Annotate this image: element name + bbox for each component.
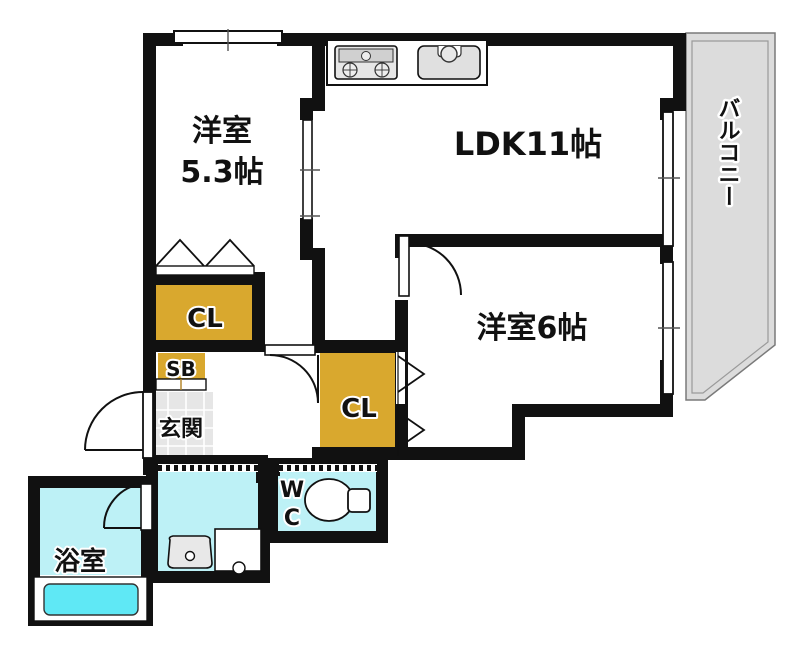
wall-bath-north — [28, 476, 153, 488]
window-bedroom-north[interactable] — [173, 29, 283, 51]
wall-bed6-south-upper — [512, 404, 673, 417]
room-label-closet-upper: CL — [187, 304, 223, 334]
door-bed6[interactable] — [398, 235, 462, 297]
washing-machine-icon — [214, 528, 262, 575]
gas-stove-icon — [334, 45, 398, 80]
door-closet-lower[interactable] — [396, 352, 426, 456]
bathtub-icon — [33, 576, 148, 622]
room-label-balcony: バルコニー — [715, 97, 740, 207]
door-shoe-box[interactable] — [155, 378, 207, 391]
room-label-washitsu53-name: 洋室 — [192, 114, 252, 149]
wall-west-outer — [143, 33, 156, 467]
wall-bed6-w1 — [395, 300, 408, 346]
wall-closet-south — [143, 340, 265, 352]
genkan-tile-grid — [150, 392, 213, 464]
closet-fills — [155, 285, 398, 457]
wall-closet-east — [252, 272, 265, 352]
openings-group — [84, 29, 680, 531]
door-bath[interactable] — [102, 483, 153, 531]
wall-wc-south — [268, 531, 388, 543]
kitchen-sink-icon — [417, 45, 481, 80]
room-label-ldk: LDK11帖 — [454, 125, 602, 163]
room-label-shoe-box: SB — [166, 357, 196, 381]
wall-wc-west2 — [268, 470, 278, 543]
room-label-genkan: 玄関 — [159, 416, 203, 442]
wall-bed53-east-top — [300, 98, 313, 120]
wall-bed6-se — [660, 392, 673, 417]
wall-wc-east — [376, 458, 388, 543]
wall-bed6-step — [512, 404, 525, 460]
window-ldk-east[interactable] — [658, 111, 680, 247]
door-wc[interactable] — [279, 464, 377, 472]
balcony-area — [685, 32, 776, 401]
wall-bed6-north — [395, 234, 673, 247]
wall-hall-east — [312, 248, 325, 353]
balcony-railing — [691, 40, 769, 394]
wall-cl2-north — [312, 340, 407, 353]
door-entrance[interactable] — [84, 391, 154, 459]
wall-east-top — [673, 33, 686, 111]
room-label-closet-lower: CL — [341, 394, 377, 424]
door-ldk-bedroom[interactable] — [300, 119, 320, 221]
door-hall[interactable] — [264, 344, 319, 404]
door-washroom[interactable] — [158, 464, 258, 472]
door-closet-upper[interactable] — [155, 238, 255, 276]
balcony-floor — [685, 32, 776, 401]
room-label-yokushitsu: 浴室 — [54, 546, 106, 577]
genkan-area — [150, 392, 213, 464]
wall-kitchen-west — [312, 33, 325, 111]
kitchen-counter — [326, 39, 488, 86]
closet-upper-fill — [155, 285, 255, 348]
wall-washroom-south — [146, 571, 270, 583]
room-label-wc-w: W — [280, 478, 304, 503]
closet-lower-fill — [320, 352, 398, 457]
room-label-washitsu6: 洋室6帖 — [477, 311, 588, 346]
shoe-box-fill — [158, 353, 205, 380]
wash-basin-icon — [167, 535, 213, 569]
wall-bed53-east-bot — [300, 218, 313, 248]
wall-bed6-south-lower — [395, 447, 525, 460]
room-labels: 洋室 5.3帖 LDK11帖 洋室6帖 バルコニー 玄関 浴室 CL CL SB… — [52, 95, 742, 580]
room-label-washitsu53-size: 5.3帖 — [180, 155, 263, 190]
wall-cl2-south — [312, 447, 408, 460]
toilet-icon — [304, 478, 371, 522]
room-label-wc-c: C — [284, 506, 300, 531]
window-bed6-east[interactable] — [658, 261, 680, 395]
